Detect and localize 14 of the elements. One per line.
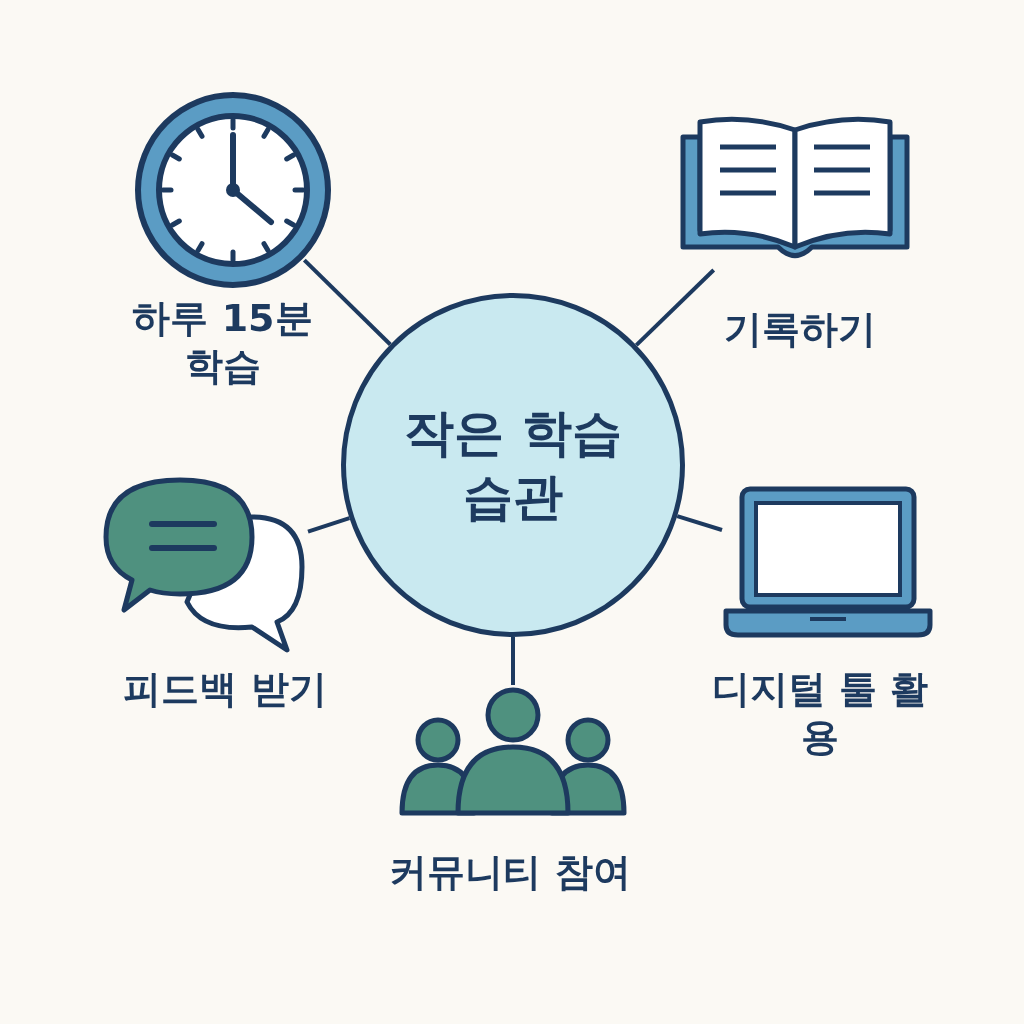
people-icon (398, 685, 628, 817)
icon-caption: 하루 15분 학습 (131, 295, 314, 390)
center-title: 작은 학습습관 (403, 403, 623, 528)
connector-line (634, 268, 716, 347)
connector-line (302, 258, 392, 346)
connector-line (511, 637, 515, 685)
icon-caption: 디지털 툴 활용 (710, 666, 930, 761)
clock-icon (133, 90, 333, 290)
connector-line (307, 516, 351, 534)
icon-caption: 커뮤니티 참여 (388, 849, 632, 896)
laptop-icon (722, 485, 934, 641)
icon-caption: 피드백 받기 (122, 666, 328, 713)
icon-caption: 기록하기 (723, 306, 877, 353)
connector-line (676, 514, 723, 532)
